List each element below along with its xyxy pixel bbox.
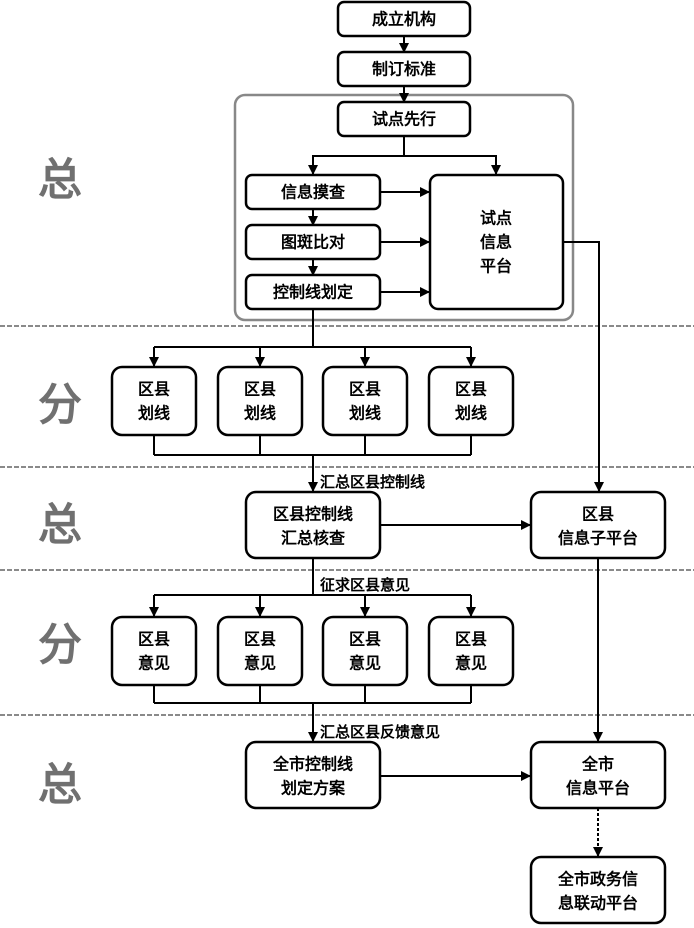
node-district-opinion-2[interactable]: 区县 意见 — [216, 615, 304, 687]
node-district-opinion-3[interactable]: 区县 意见 — [321, 615, 409, 687]
svg-text:试点: 试点 — [480, 209, 512, 228]
node-district-opinion-4[interactable]: 区县 意见 — [427, 615, 515, 687]
svg-text:划定方案: 划定方案 — [281, 779, 346, 798]
node-district-draw-1[interactable]: 区县 划线 — [110, 365, 198, 437]
svg-text:成立机构: 成立机构 — [372, 10, 436, 29]
svg-text:试点先行: 试点先行 — [372, 110, 436, 129]
svg-text:区县: 区县 — [138, 380, 170, 399]
svg-text:意见: 意见 — [244, 654, 276, 673]
svg-text:区县: 区县 — [455, 630, 487, 649]
node-standard[interactable]: 制订标准 — [336, 50, 472, 88]
edge — [563, 241, 604, 492]
svg-text:区县: 区县 — [582, 505, 614, 524]
svg-text:划线: 划线 — [455, 404, 487, 423]
node-survey[interactable]: 信息摸查 — [244, 173, 382, 211]
node-district-draw-3[interactable]: 区县 划线 — [321, 365, 409, 437]
edge-label-solicit: 征求区县意见 — [320, 576, 410, 594]
node-city-plan[interactable]: 全市控制线 划定方案 — [244, 740, 382, 810]
node-district-opinion-1[interactable]: 区县 意见 — [110, 615, 198, 687]
svg-text:息联动平台: 息联动平台 — [558, 894, 638, 913]
svg-text:信息摸查: 信息摸查 — [281, 183, 345, 202]
svg-text:全市政务信: 全市政务信 — [557, 870, 638, 889]
edge — [404, 155, 501, 175]
svg-text:区县: 区县 — [455, 380, 487, 399]
node-district-draw-2[interactable]: 区县 划线 — [216, 365, 304, 437]
node-delineate[interactable]: 控制线划定 — [244, 273, 382, 311]
svg-text:划线: 划线 — [349, 404, 381, 423]
phase-label-total: 总 — [38, 500, 82, 551]
svg-text:划线: 划线 — [244, 404, 276, 423]
phase-label-split: 分 — [38, 620, 82, 671]
node-district-subplatform[interactable]: 区县 信息子平台 — [529, 490, 667, 560]
node-district-draw-4[interactable]: 区县 划线 — [427, 365, 515, 437]
svg-text:平台: 平台 — [480, 257, 512, 276]
edge-label-collect-lines: 汇总区县控制线 — [320, 473, 425, 491]
svg-text:信息: 信息 — [480, 233, 512, 252]
svg-text:意见: 意见 — [138, 654, 170, 673]
svg-text:区县: 区县 — [349, 630, 381, 649]
svg-text:意见: 意见 — [349, 654, 381, 673]
svg-text:制订标准: 制订标准 — [372, 60, 436, 79]
node-pilot-platform[interactable]: 试点 信息 平台 — [428, 173, 565, 311]
svg-text:划线: 划线 — [138, 404, 170, 423]
svg-text:控制线划定: 控制线划定 — [273, 283, 353, 302]
svg-text:全市控制线: 全市控制线 — [272, 755, 353, 774]
svg-text:汇总核查: 汇总核查 — [281, 529, 345, 548]
phase-label-split: 分 — [38, 380, 82, 431]
node-district-summary[interactable]: 区县控制线 汇总核查 — [244, 490, 382, 560]
svg-text:意见: 意见 — [455, 654, 487, 673]
node-pilot[interactable]: 试点先行 — [336, 100, 472, 138]
node-gov-platform[interactable]: 全市政务信 息联动平台 — [529, 855, 667, 925]
svg-text:区县: 区县 — [244, 630, 276, 649]
edge — [308, 136, 405, 175]
svg-text:信息平台: 信息平台 — [566, 779, 630, 798]
svg-text:全市: 全市 — [581, 755, 614, 774]
phase-label-total: 总 — [38, 155, 82, 206]
svg-text:区县: 区县 — [349, 380, 381, 399]
node-compare[interactable]: 图斑比对 — [244, 223, 382, 261]
phase-label-total: 总 — [38, 760, 82, 811]
svg-text:区县: 区县 — [138, 630, 170, 649]
svg-text:信息子平台: 信息子平台 — [558, 529, 638, 548]
node-establish[interactable]: 成立机构 — [336, 0, 472, 38]
svg-text:图斑比对: 图斑比对 — [281, 233, 345, 252]
svg-text:区县: 区县 — [244, 380, 276, 399]
svg-text:区县控制线: 区县控制线 — [273, 505, 353, 524]
edge-label-collect-feedback: 汇总区县反馈意见 — [320, 723, 440, 741]
node-city-platform[interactable]: 全市 信息平台 — [529, 740, 667, 810]
